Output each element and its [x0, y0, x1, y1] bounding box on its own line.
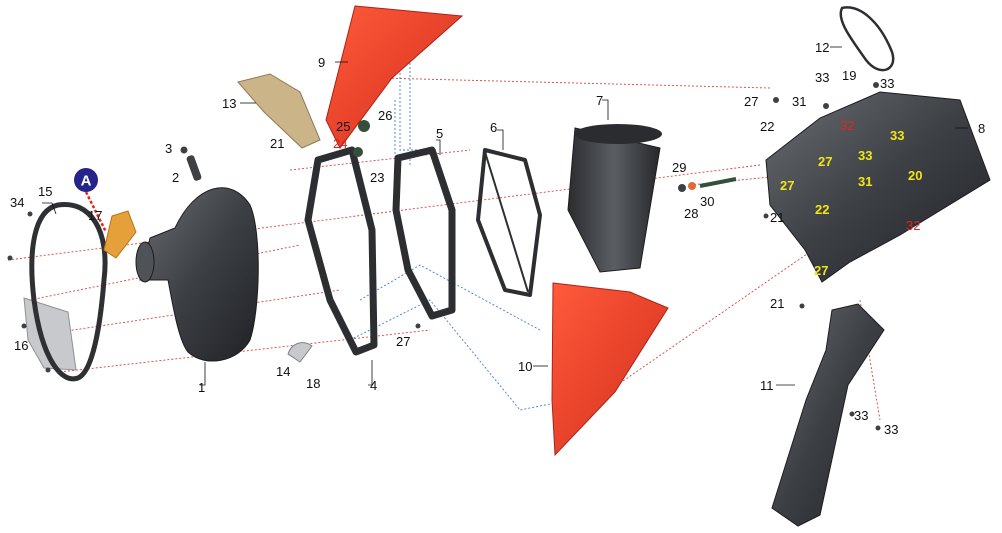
- part-label-22: 22: [760, 119, 774, 134]
- bolt-30: [699, 177, 737, 188]
- clip-14: [287, 342, 313, 363]
- part-label-21c: 21: [770, 296, 784, 311]
- part-label-7: 7: [596, 93, 603, 108]
- part-label-32a: 32: [840, 118, 854, 133]
- fasteners: [7, 82, 881, 431]
- part-label-34: 34: [10, 195, 24, 210]
- filter-funnel: [567, 127, 661, 273]
- part-label-13: 13: [222, 96, 236, 111]
- part-label-27d: 27: [818, 154, 832, 169]
- part-label-26: 26: [378, 108, 392, 123]
- part-label-27c: 27: [780, 178, 794, 193]
- part-label-6: 6: [490, 120, 497, 135]
- blue-leader-lines: [349, 34, 571, 411]
- part-label-5: 5: [436, 126, 443, 141]
- air-box: [139, 187, 259, 362]
- label-ticks: [42, 46, 968, 386]
- part-label-1: 1: [198, 380, 205, 395]
- part-label-31-yellow: 31: [858, 174, 872, 189]
- part-label-33b: 33: [880, 76, 894, 91]
- part-label-30: 30: [700, 194, 714, 209]
- screw-3: [180, 146, 188, 154]
- part-label-20: 20: [908, 168, 922, 183]
- filter-plate: [237, 73, 321, 149]
- air-duct: [771, 303, 885, 527]
- part-label-21b: 21: [770, 210, 784, 225]
- part-label-3: 3: [165, 141, 172, 156]
- funnel-rim: [574, 124, 662, 144]
- part-label-32b: 32: [906, 218, 920, 233]
- cable-loop: [839, 6, 895, 72]
- badge-circle: [74, 168, 98, 192]
- part-label-25: 25: [336, 119, 350, 134]
- gasket: [29, 201, 108, 382]
- part-label-2: 2: [172, 170, 179, 185]
- cage-strut: [484, 151, 529, 293]
- badge-label: A: [81, 173, 92, 190]
- part-label-18: 18: [306, 376, 320, 391]
- part-label-19: 19: [842, 68, 856, 83]
- part-label-12: 12: [815, 40, 829, 55]
- part-label-27e: 27: [814, 263, 828, 278]
- ring-28: [678, 184, 686, 192]
- grommet-24: [353, 147, 363, 157]
- part-label-24: 24: [333, 136, 347, 151]
- part-label-4: 4: [370, 378, 377, 393]
- part-label-27a: 27: [396, 334, 410, 349]
- part-label-21a: 21: [270, 136, 284, 151]
- badge-leader: [84, 191, 108, 233]
- part-label-31: 31: [792, 94, 806, 109]
- foam-pad: [103, 210, 137, 259]
- part-label-22-yellow: 22: [815, 202, 829, 217]
- part-label-15: 15: [38, 184, 52, 199]
- part-labels: 1 2 3 4 5 6 7 8 9 10 11 12 13 14 15 16 1…: [10, 40, 985, 437]
- part-label-11: 11: [760, 378, 774, 393]
- part-label-23: 23: [370, 170, 384, 185]
- part-label-33c: 33: [890, 128, 904, 143]
- frame-4: [304, 146, 378, 356]
- part-label-9: 9: [318, 55, 325, 70]
- part-label-27b: 27: [744, 94, 758, 109]
- part-label-33f: 33: [884, 422, 898, 437]
- part-label-17: 17: [88, 208, 102, 223]
- ring-29: [688, 182, 696, 190]
- screw-2: [186, 155, 202, 181]
- filter-cage: [476, 148, 542, 297]
- part-label-33e: 33: [854, 408, 868, 423]
- part-label-29: 29: [672, 160, 686, 175]
- part-label-14: 14: [276, 364, 290, 379]
- red-top-cover: [325, 5, 464, 149]
- air-housing: [765, 91, 991, 283]
- part-label-16: 16: [14, 338, 28, 353]
- part-label-28: 28: [684, 206, 698, 221]
- red-lower-cover: [551, 282, 669, 457]
- air-box-inlet: [135, 241, 155, 283]
- part-label-33d: 33: [858, 148, 872, 163]
- frame-5: [392, 146, 456, 320]
- part-label-33a: 33: [815, 70, 829, 85]
- part-label-10: 10: [518, 359, 532, 374]
- grommet-25: [358, 120, 370, 132]
- part-label-8: 8: [978, 121, 985, 136]
